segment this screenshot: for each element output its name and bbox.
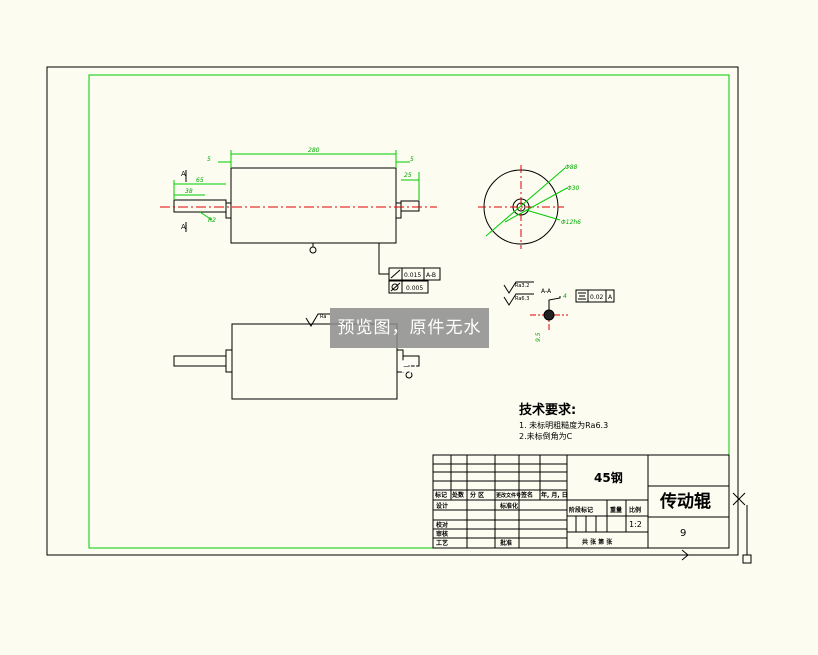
side-view: Φ88 Φ30 Φ12h6 xyxy=(478,164,581,249)
front-view: A A 280 5 5 65 38 R2 25 0.015 A-B xyxy=(160,147,441,294)
tech-line-2: 2.未标倒角为C xyxy=(519,431,573,441)
dim-r2: R2 xyxy=(208,217,216,224)
left-shoulder xyxy=(225,202,232,219)
runout-frame xyxy=(388,267,441,281)
section-shaft xyxy=(543,309,555,321)
tb-process: 工艺 xyxy=(436,539,448,547)
tech-title: 技术要求: xyxy=(519,402,576,418)
right-shaft-2 xyxy=(402,355,420,367)
dim-9-5: 9.5 xyxy=(535,332,542,342)
rough-3: Ra xyxy=(320,314,326,320)
runout-datum: A-B xyxy=(426,272,436,279)
tb-check: 校对 xyxy=(436,521,448,529)
tb-drawing-no: 9 xyxy=(680,528,686,539)
dim-4: 4 xyxy=(563,293,567,300)
left-shoulder-2 xyxy=(225,349,233,373)
tolerance-leader xyxy=(378,243,389,275)
dim-overall: 280 xyxy=(308,147,320,154)
drawing-border xyxy=(88,74,730,549)
sym-leader xyxy=(548,296,561,310)
rough-2: Ra6.3 xyxy=(515,296,529,302)
dim-shoulder-left: 5 xyxy=(207,156,211,163)
title-block-frame xyxy=(432,454,730,549)
roughness-3-icon xyxy=(305,313,330,327)
cylindricity-circle-icon xyxy=(391,283,399,291)
preview-watermark: 预览图，原件无水印 xyxy=(330,308,489,378)
title-block: 标记 处数 分 区 更改文件号 签名 年, 月, 日 设计 校对 审核 工艺 标… xyxy=(432,454,730,549)
snap-box-icon xyxy=(742,554,752,564)
dim-shoulder-right: 5 xyxy=(410,156,414,163)
tb-zone: 分 区 xyxy=(470,491,484,499)
tb-sign: 签名 xyxy=(520,491,533,499)
rough-1: Ra3.2 xyxy=(515,283,529,289)
roughness-1-icon xyxy=(503,281,534,294)
section-title: A-A xyxy=(541,288,552,295)
dim-88: Φ88 xyxy=(565,164,578,171)
cylindricity-symbol-icon xyxy=(390,282,401,292)
tb-audit: 审核 xyxy=(436,530,448,538)
datum-mark-2 xyxy=(405,371,413,379)
right-shoulder xyxy=(395,202,402,219)
tb-sheets: 共 张 第 张 xyxy=(582,538,613,546)
cylindricity-frame xyxy=(388,280,429,294)
tb-stage: 阶段标记 xyxy=(569,506,593,514)
sym-datum: A xyxy=(608,294,613,301)
section-letter-bottom: A xyxy=(181,223,186,231)
tb-weight: 重量 xyxy=(610,506,622,514)
left-shaft xyxy=(173,199,227,213)
runout-value: 0.015 xyxy=(404,272,421,279)
leader-r2 xyxy=(199,211,213,221)
tb-mark: 标记 xyxy=(434,491,447,499)
ucs-arrow-icon xyxy=(681,549,689,561)
tb-date: 年, 月, 日 xyxy=(541,491,568,499)
technical-requirements: 技术要求: 1. 未标明粗糙度为Ra6.3 2.未标倒角为C xyxy=(519,402,608,441)
dim-25: 25 xyxy=(404,172,412,179)
roughness-2-icon xyxy=(503,293,534,306)
dim-30: Φ30 xyxy=(567,185,580,192)
leader-30 xyxy=(504,187,568,223)
tb-docno: 更改文件号 xyxy=(496,492,521,499)
tb-standard: 标准化 xyxy=(499,502,518,510)
tb-part-name: 传动辊 xyxy=(659,491,711,512)
section-view: A-A 0.02 A 4 9.5 Ra3.2 Ra6.3 xyxy=(503,281,615,342)
sym-value: 0.02 xyxy=(590,294,604,301)
cyl-value: 0.005 xyxy=(406,285,423,292)
dim-38: 38 xyxy=(185,188,193,195)
dim-12: Φ12h6 xyxy=(561,219,581,226)
left-shaft-2 xyxy=(173,355,227,367)
tb-material: 45钢 xyxy=(594,470,623,485)
tb-scale: 1:2 xyxy=(629,520,642,529)
leader-88 xyxy=(485,167,566,237)
crosshair-x-2 xyxy=(732,492,746,506)
right-shaft xyxy=(400,200,420,212)
sheet-frame xyxy=(46,66,739,556)
tech-line-1: 1. 未标明粗糙度为Ra6.3 xyxy=(519,420,608,430)
roller-body xyxy=(230,167,397,244)
runout-symbol-icon xyxy=(390,269,401,279)
tb-design: 设计 xyxy=(436,502,448,510)
bottom-view: Ra xyxy=(173,313,420,400)
datum-b-mark xyxy=(309,246,317,254)
tb-ratio: 比例 xyxy=(629,506,641,514)
dim-65: 65 xyxy=(196,177,204,184)
tb-count: 处数 xyxy=(451,491,465,499)
tb-approve: 批准 xyxy=(500,539,512,547)
symmetry-frame xyxy=(575,289,615,303)
leader-12 xyxy=(525,209,561,221)
section-letter-top: A xyxy=(181,170,186,178)
